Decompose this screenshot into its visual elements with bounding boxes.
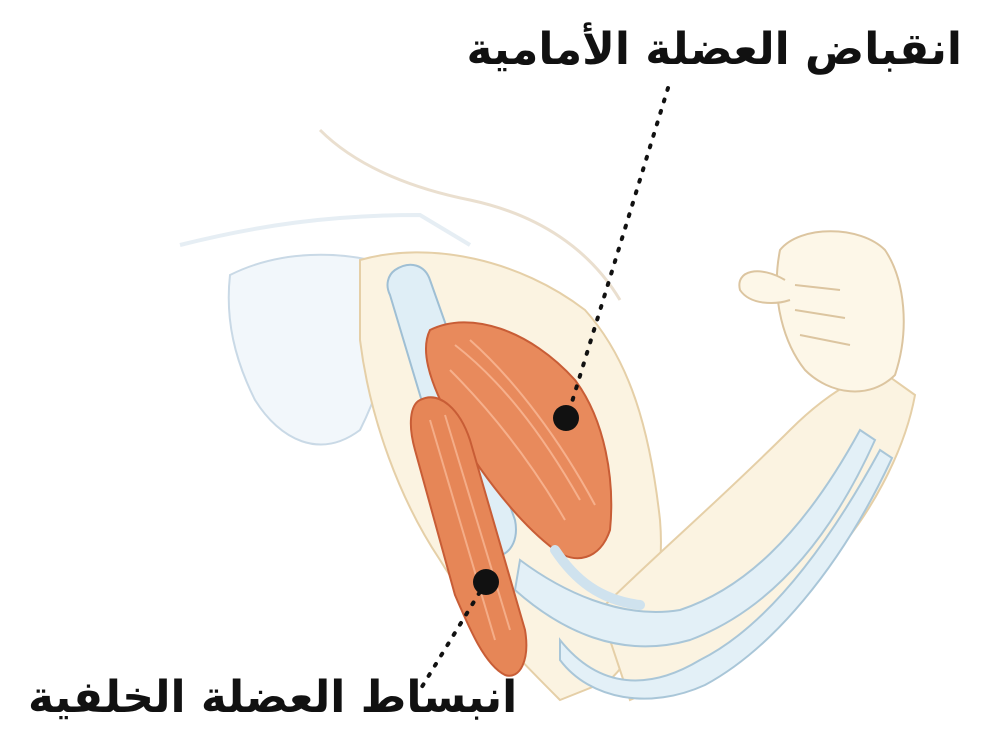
back-muscle-marker — [473, 569, 499, 595]
front-muscle-label: انقباض العضلة الأمامية — [466, 28, 962, 72]
front-muscle-marker — [553, 405, 579, 431]
chest-outline — [180, 215, 470, 245]
fist — [777, 231, 904, 391]
back-muscle-label: انبساط العضلة الخلفية — [28, 676, 517, 720]
